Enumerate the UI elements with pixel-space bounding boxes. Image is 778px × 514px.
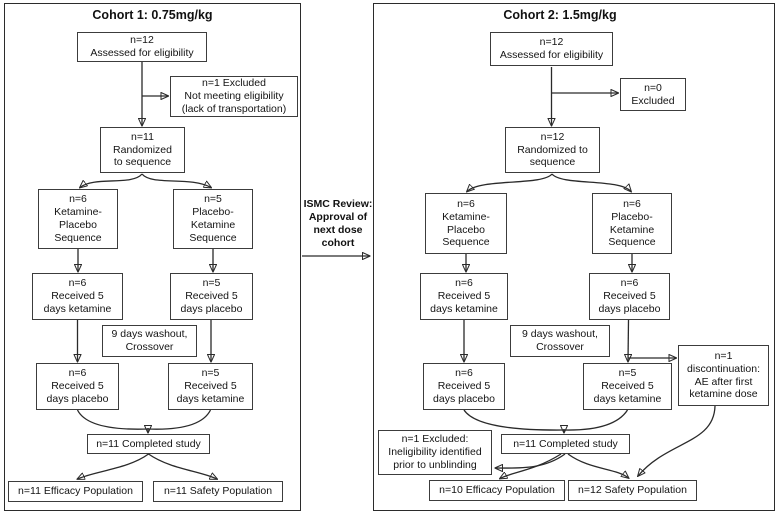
c2-safety-population-box: n=12 Safety Population: [568, 480, 697, 501]
c2-excluded-unblinding-box: n=1 Excluded: Ineligibility identified p…: [378, 430, 492, 475]
c2-randomized-box: n=12 Randomized to sequence: [505, 127, 600, 173]
c2-efficacy-population-box: n=10 Efficacy Population: [429, 480, 565, 501]
c1-washout-box: 9 days washout, Crossover: [102, 325, 197, 357]
c1-safety-population-box: n=11 Safety Population: [153, 481, 283, 502]
cohort1-title: Cohort 1: 0.75mg/kg: [92, 8, 213, 22]
c1-period2-ketamine-box: n=5 Received 5 days ketamine: [168, 363, 253, 410]
c1-assessed-box: n=12 Assessed for eligibility: [77, 32, 207, 62]
c2-period1-placebo-box: n=6 Received 5 days placebo: [589, 273, 670, 320]
c2-washout-box: 9 days washout, Crossover: [510, 325, 610, 357]
c2-placebo-ketamine-sequence-box: n=6 Placebo- Ketamine Sequence: [592, 193, 672, 254]
c1-completed-box: n=11 Completed study: [87, 434, 210, 454]
c2-completed-box: n=11 Completed study: [501, 434, 630, 454]
c2-discontinuation-box: n=1 discontinuation: AE after first keta…: [678, 345, 769, 406]
c2-period2-placebo-box: n=6 Received 5 days placebo: [423, 363, 505, 410]
c1-ketamine-placebo-sequence-box: n=6 Ketamine- Placebo Sequence: [38, 189, 118, 249]
cohort2-title: Cohort 2: 1.5mg/kg: [503, 8, 617, 22]
c1-randomized-box: n=11 Randomized to sequence: [100, 127, 185, 173]
c2-period1-ketamine-box: n=6 Received 5 days ketamine: [420, 273, 508, 320]
c2-period2-ketamine-box: n=5 Received 5 days ketamine: [583, 363, 672, 410]
c1-period2-placebo-box: n=6 Received 5 days placebo: [36, 363, 119, 410]
c2-excluded-box: n=0 Excluded: [620, 78, 686, 111]
c2-ketamine-placebo-sequence-box: n=6 Ketamine- Placebo Sequence: [425, 193, 507, 254]
c2-assessed-box: n=12 Assessed for eligibility: [490, 32, 613, 66]
c1-efficacy-population-box: n=11 Efficacy Population: [8, 481, 143, 502]
c1-excluded-box: n=1 Excluded Not meeting eligibility (la…: [170, 76, 298, 117]
c1-period1-ketamine-box: n=6 Received 5 days ketamine: [32, 273, 123, 320]
c1-period1-placebo-box: n=5 Received 5 days placebo: [170, 273, 253, 320]
ismc-review-note: ISMC Review: Approval of next dose cohor…: [303, 198, 373, 249]
c1-placebo-ketamine-sequence-box: n=5 Placebo- Ketamine Sequence: [173, 189, 253, 249]
